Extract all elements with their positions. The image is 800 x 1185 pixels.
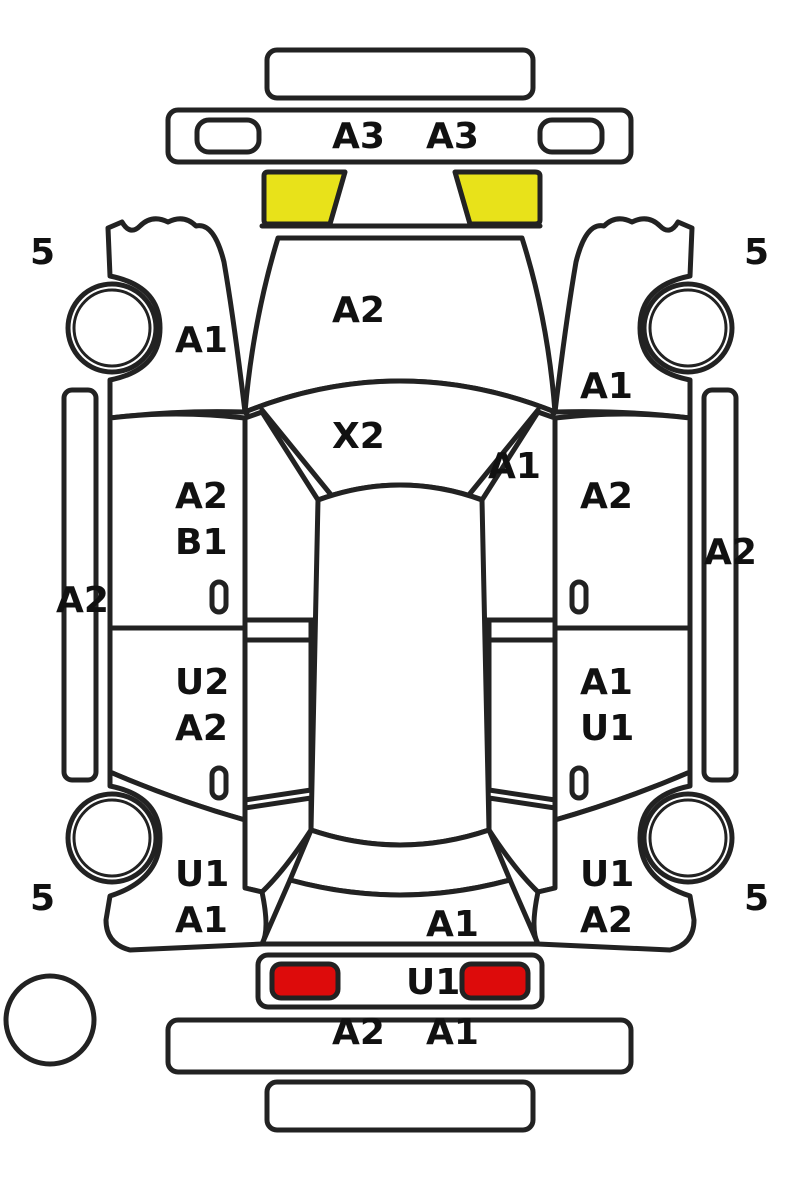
left-front-door-handle	[209, 579, 229, 615]
left-c-pillar	[242, 637, 314, 803]
left-rear-door-handle	[209, 765, 229, 801]
roof	[308, 482, 492, 848]
taillight-left	[269, 961, 341, 1001]
headlight-left	[261, 169, 348, 227]
tire-front-left	[65, 281, 159, 375]
tire-rear-right-inner	[648, 798, 728, 878]
left-rocker-panel	[61, 387, 99, 783]
tire-rear-left-inner	[72, 798, 152, 878]
label-windshield: X2	[332, 416, 385, 457]
label-front-bumper-left: A3	[332, 116, 385, 157]
spare-tire	[3, 973, 97, 1067]
label-right-front-fender: A1	[580, 366, 633, 407]
label-rear-deck: A1	[426, 904, 479, 945]
tire-front-left-inner	[72, 288, 152, 368]
label-rear-bumper-left: A2	[332, 1012, 385, 1053]
taillight-right	[459, 961, 531, 1001]
right-center-pillar	[486, 617, 558, 643]
left-center-pillar	[242, 617, 314, 643]
label-left-rear-quarter-2: A1	[175, 900, 228, 941]
left-a-pillar	[259, 407, 335, 499]
left-front-fender	[105, 216, 248, 421]
label-left-front-door-2: B1	[175, 522, 228, 563]
rear-bumper	[165, 1017, 634, 1075]
right-c-pillar	[486, 637, 558, 803]
rear-deck-lid	[259, 877, 541, 947]
label-right-rear-quarter-1: U1	[580, 854, 634, 895]
right-rear-quarter	[531, 769, 697, 953]
label-right-front-door: A2	[580, 476, 633, 517]
front-fog-lamp-left	[194, 117, 262, 155]
label-front-bumper-right: A3	[426, 116, 479, 157]
label-left-rear-door-1: U2	[175, 662, 229, 703]
headlight-right	[452, 169, 543, 227]
label-tail-panel: U1	[406, 962, 460, 1003]
rear-license-plate-panel	[264, 1079, 536, 1133]
tire-rear-right	[641, 791, 735, 885]
front-license-plate-panel	[264, 47, 536, 101]
tire-rear-left	[65, 791, 159, 885]
label-rear-bumper-right: A1	[426, 1012, 479, 1053]
label-hood: A2	[332, 290, 385, 331]
label-tire-front-right: 5	[744, 232, 769, 273]
right-front-fender	[552, 216, 695, 421]
right-rear-door-handle	[569, 765, 589, 801]
label-right-a-pillar: A1	[488, 446, 541, 487]
right-rocker-panel	[701, 387, 739, 783]
right-front-door-handle	[569, 579, 589, 615]
label-right-rear-door-2: U1	[580, 708, 634, 749]
tire-front-right	[641, 281, 735, 375]
label-left-rear-door-2: A2	[175, 708, 228, 749]
label-right-rocker: A2	[704, 532, 757, 573]
front-bumper	[165, 107, 634, 165]
label-right-rear-door-1: A1	[580, 662, 633, 703]
label-tire-front-left: 5	[30, 232, 55, 273]
label-left-rear-quarter-1: U1	[175, 854, 229, 895]
label-tire-rear-right: 5	[744, 878, 769, 919]
label-left-front-door-1: A2	[175, 476, 228, 517]
left-rear-quarter	[103, 769, 269, 953]
right-a-pillar	[465, 407, 541, 499]
front-fog-lamp-right	[537, 117, 605, 155]
tire-front-right-inner	[648, 288, 728, 368]
label-tire-rear-left: 5	[30, 878, 55, 919]
label-right-rear-quarter-2: A2	[580, 900, 633, 941]
label-left-front-fender: A1	[175, 320, 228, 361]
label-left-rocker: A2	[56, 580, 109, 621]
